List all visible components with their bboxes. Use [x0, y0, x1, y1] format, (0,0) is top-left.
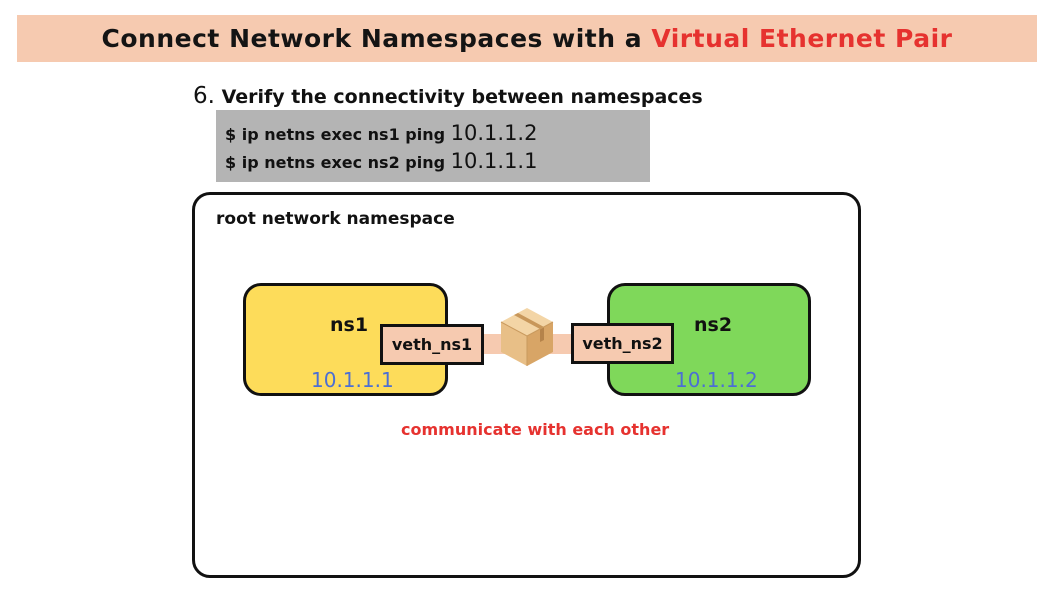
communication-label: communicate with each other [401, 420, 670, 439]
ns2-ip: 10.1.1.2 [675, 368, 758, 392]
command-line: $ ip netns exec ns2 ping 10.1.1.1 [225, 148, 650, 176]
ns1-ip: 10.1.1.1 [311, 368, 394, 392]
title-banner: Connect Network Namespaces with a Virtua… [17, 15, 1037, 62]
command-ip: 10.1.1.1 [450, 149, 538, 173]
command-block: $ ip netns exec ns1 ping 10.1.1.2 $ ip n… [216, 110, 650, 182]
ns1-name: ns1 [330, 314, 369, 336]
veth-ns2-interface: veth_ns2 [571, 323, 674, 364]
step-number: 6. [193, 83, 215, 109]
step-heading: 6. Verify the connectivity between names… [193, 83, 703, 109]
step-text: Verify the connectivity between namespac… [221, 86, 703, 108]
package-icon [500, 308, 554, 366]
title-highlight: Virtual Ethernet Pair [651, 24, 953, 53]
command-line: $ ip netns exec ns1 ping 10.1.1.2 [225, 120, 650, 148]
command-text: $ ip netns exec ns2 ping [225, 153, 451, 172]
command-text: $ ip netns exec ns1 ping [225, 125, 451, 144]
veth-ns1-interface: veth_ns1 [380, 324, 484, 365]
root-namespace-label: root network namespace [216, 209, 455, 229]
ns2-name: ns2 [694, 314, 733, 336]
title-main: Connect Network Namespaces with a [101, 24, 652, 53]
command-ip: 10.1.1.2 [450, 121, 538, 145]
